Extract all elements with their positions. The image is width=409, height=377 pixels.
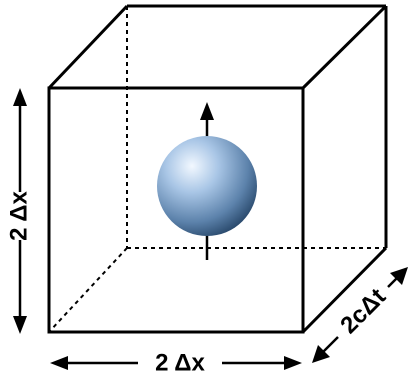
- front-face: [47, 86, 305, 334]
- depth-dimension-arrow: [312, 267, 408, 363]
- depth-edge-top-left: [47, 4, 129, 90]
- left-dimension-arrow: [13, 88, 27, 334]
- left-dimension-label: 2 Δx: [5, 190, 32, 240]
- back-face-edges: [127, 4, 388, 248]
- bottom-dimension-arrow: [50, 356, 302, 370]
- hidden-edge-depth: [48, 247, 128, 333]
- bottom-dimension-label: 2 Δx: [155, 349, 205, 376]
- depth-edges: [47, 4, 388, 334]
- depth-edge-top-right: [301, 4, 388, 90]
- arrow-down-icon: [13, 316, 27, 334]
- sphere: [157, 136, 257, 236]
- arrow-up-right-icon: [390, 267, 408, 285]
- spin-arrow-icon: [200, 102, 214, 120]
- arrow-left-icon: [50, 356, 68, 370]
- arrow-down-left-icon: [312, 345, 330, 363]
- arrow-right-icon: [284, 356, 302, 370]
- depth-edge-bottom-right: [301, 246, 388, 334]
- hidden-edges: [48, 6, 386, 333]
- arrow-up-icon: [13, 88, 27, 106]
